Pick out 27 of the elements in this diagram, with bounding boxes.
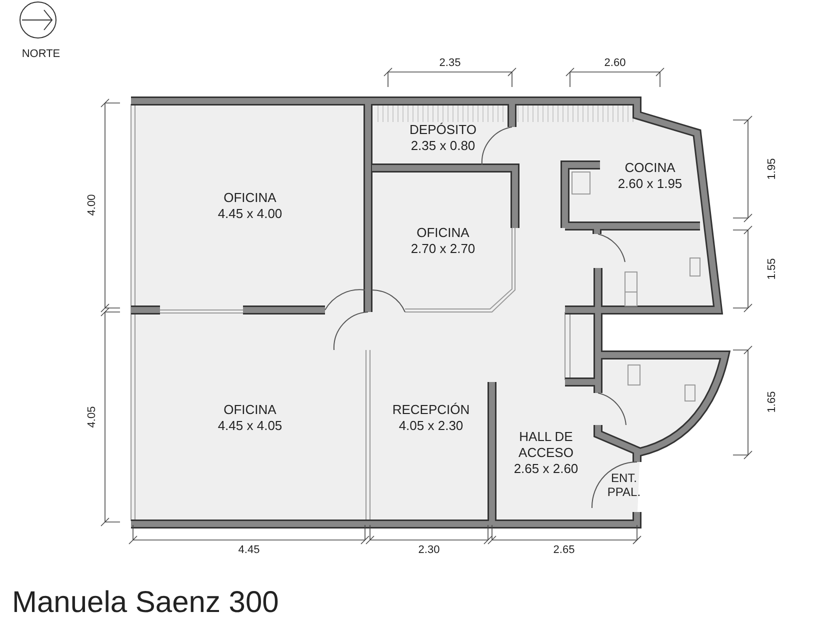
north-label: NORTE	[20, 48, 62, 60]
dimension-label: 2.35	[438, 57, 462, 69]
dimension-label: 4.05	[86, 405, 98, 430]
room-dimensions: 4.45 x 4.00	[218, 206, 282, 222]
room-dimensions: 4.05 x 2.30	[398, 418, 464, 434]
dimension-label: 1.95	[766, 157, 778, 182]
room-dimensions: 2.60 x 1.95	[618, 176, 682, 192]
room-dimensions: 2.65 x 2.60	[514, 461, 578, 477]
dimension-label: 4.00	[86, 193, 98, 218]
room-name: DEPÓSITO	[410, 122, 476, 138]
room-name: HALL DE ACCESO	[518, 429, 574, 461]
room-name: OFICINA	[224, 402, 276, 418]
room-dimensions: 2.70 x 2.70	[410, 241, 476, 257]
room-name: OFICINA	[224, 190, 276, 206]
dimension-label: 4.45	[237, 544, 261, 556]
plan-title: Manuela Saenz 300	[12, 586, 279, 620]
dimension-label: 1.55	[766, 257, 778, 282]
room-dimensions: 2.35 x 0.80	[410, 138, 476, 154]
room-name: COCINA	[624, 160, 676, 176]
room-dimensions: 4.45 x 4.05	[218, 418, 282, 434]
entrance-label: ENT. PPAL.	[606, 471, 642, 499]
dimension-label: 2.30	[417, 544, 441, 556]
room-name: OFICINA	[416, 225, 470, 241]
room-name: RECEPCIÓN	[392, 402, 470, 418]
dimension-label: 1.65	[766, 390, 778, 415]
dimension-label: 2.60	[603, 57, 627, 69]
dimension-label: 2.65	[552, 544, 576, 556]
